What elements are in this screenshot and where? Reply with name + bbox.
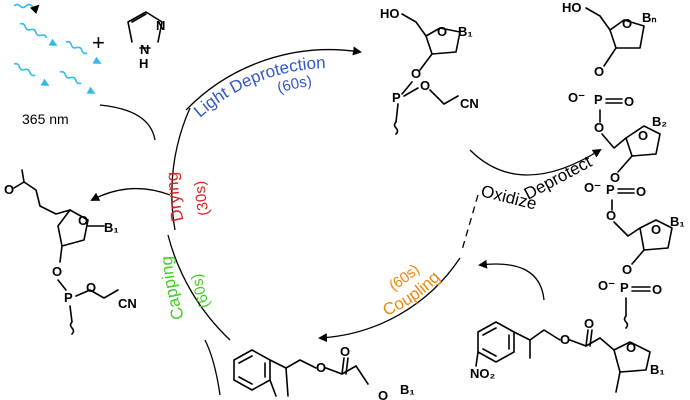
ring-o: O bbox=[437, 24, 447, 39]
o-r2b: O bbox=[636, 184, 646, 199]
b1-left: B₁ bbox=[104, 220, 119, 235]
o-r3b: O bbox=[652, 282, 662, 297]
ac-o: O bbox=[4, 182, 14, 197]
arc-cap-input bbox=[204, 339, 221, 396]
o-link: O bbox=[411, 66, 421, 81]
o-left2: O bbox=[86, 280, 96, 295]
capped-nucleotide-left: O O B₁ O P O CN bbox=[4, 169, 137, 335]
imidazole-n: N bbox=[140, 42, 149, 57]
o-right-carbonyl: O bbox=[584, 316, 594, 331]
arc-coupling bbox=[318, 257, 461, 343]
b1-bottom-center: B₁ bbox=[400, 382, 415, 397]
arc-dashed bbox=[461, 194, 479, 251]
cn-left: CN bbox=[118, 296, 137, 311]
ring-o-left: O bbox=[78, 213, 88, 228]
uv-light-rays bbox=[13, 3, 88, 85]
b1-bottom-right: B₁ bbox=[650, 362, 665, 377]
imidazole-n2: N bbox=[156, 18, 165, 33]
capping-label: Capping bbox=[157, 255, 188, 322]
bn-right: Bₙ bbox=[642, 10, 657, 25]
ring-o-br: O bbox=[626, 340, 636, 355]
arc-dry-branch bbox=[90, 187, 171, 201]
o-right-ester: O bbox=[560, 332, 570, 347]
p-r1: P bbox=[594, 92, 603, 107]
o-ester: O bbox=[420, 78, 430, 93]
o-r3: O bbox=[622, 262, 632, 277]
arc-light-input bbox=[99, 104, 156, 141]
arc-cap bbox=[167, 234, 231, 341]
o-minus-r1: O⁻ bbox=[568, 90, 585, 105]
ring-o-r3: O bbox=[651, 222, 661, 237]
no2-right: NO₂ bbox=[470, 366, 496, 381]
deprotect-label: Deprotect bbox=[521, 152, 595, 204]
uv-ray-arrowheads bbox=[40, 38, 102, 94]
ho-right: HO bbox=[562, 0, 582, 15]
ho-label: HO bbox=[380, 6, 400, 21]
p-r2: P bbox=[606, 182, 615, 197]
o-r1: O bbox=[594, 64, 604, 79]
cycle-arrows bbox=[90, 46, 602, 396]
ring-o-r1: O bbox=[622, 16, 632, 31]
phosphoramidite-top: HO O B₁ O P O CN bbox=[380, 6, 479, 135]
b2-right: B₂ bbox=[652, 114, 667, 129]
o-minus-r3: O⁻ bbox=[598, 278, 615, 293]
o-center-carbonyl: O bbox=[340, 344, 350, 359]
wavelength-label: 365 nm bbox=[22, 111, 69, 127]
imidazole-structure: H N N bbox=[127, 11, 165, 71]
p-left: P bbox=[64, 290, 73, 305]
drying-label: Drying bbox=[163, 172, 188, 224]
ring-o-bc: O bbox=[378, 388, 388, 400]
cn-label: CN bbox=[460, 96, 479, 111]
arc-coupling-input bbox=[478, 259, 545, 301]
arc-dry bbox=[171, 107, 191, 231]
o-center-ester: O bbox=[316, 360, 326, 375]
b1-right: B₁ bbox=[670, 214, 685, 229]
o-r2: O bbox=[610, 170, 620, 185]
arc-light bbox=[185, 46, 362, 111]
oligonucleotide-right: HO O Bₙ O O⁻ P O O O B₂ O O⁻ P O O O B₁ … bbox=[562, 0, 685, 329]
o-r1c: O bbox=[594, 120, 604, 135]
o-left: O bbox=[52, 264, 62, 279]
capping-time: (60s) bbox=[188, 272, 213, 310]
o-r2c: O bbox=[606, 208, 616, 223]
p-atom: P bbox=[392, 90, 401, 105]
nppoc-monomer-center: O O O B₁ bbox=[233, 344, 415, 400]
b1-top: B₁ bbox=[458, 24, 473, 39]
imidazole-h: H bbox=[139, 56, 148, 71]
drying-time: (30s) bbox=[191, 180, 213, 217]
arc-oxidize bbox=[469, 148, 602, 176]
o-minus-r2: O⁻ bbox=[584, 180, 601, 195]
plus-sign: + bbox=[92, 30, 105, 55]
nppoc-monomer-right: NO₂ O O O B₁ bbox=[470, 316, 665, 393]
o-r1b: O bbox=[624, 94, 634, 109]
ring-o-r2: O bbox=[638, 128, 648, 143]
p-r3: P bbox=[620, 280, 629, 295]
